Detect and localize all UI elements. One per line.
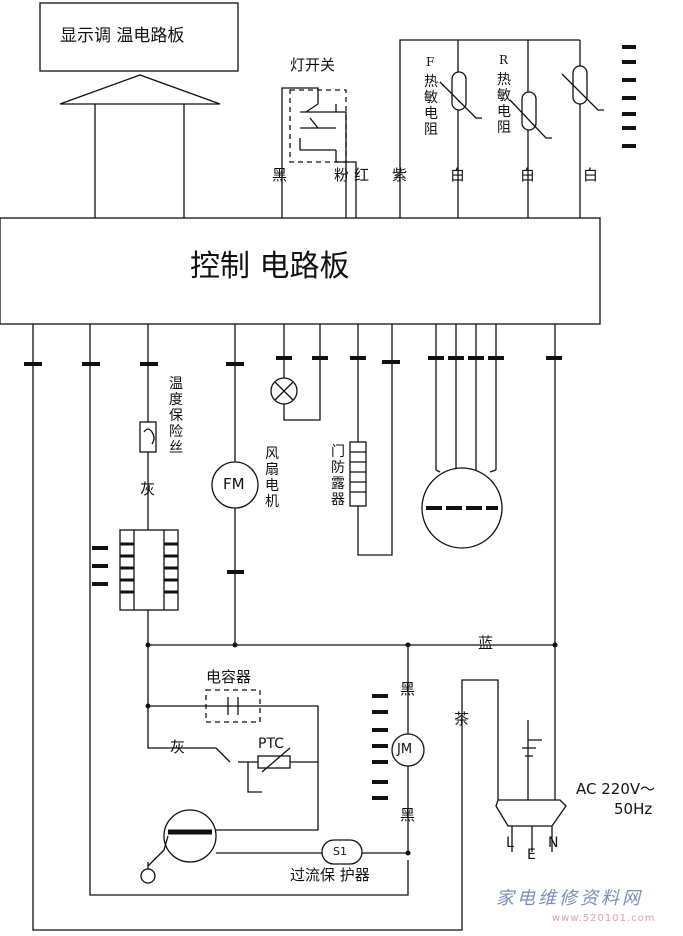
heater-fins-right	[164, 542, 178, 594]
temp-fuse-element	[143, 428, 155, 445]
wire-color-white-3: 白	[583, 166, 599, 184]
jm-black-bottom-label: 黑	[400, 806, 416, 824]
display-board-box	[39, 2, 239, 72]
control-board-box	[0, 217, 601, 325]
lamp-wire	[283, 324, 321, 421]
ground-link	[147, 835, 169, 867]
wire-color-black: 黑	[272, 166, 288, 184]
blue-wire-label: 蓝	[478, 634, 494, 652]
light-switch-lower	[299, 117, 336, 151]
plug-pin-n: N	[548, 835, 559, 851]
wire-color-pink: 粉	[334, 166, 350, 184]
plug-body	[495, 799, 567, 827]
sensor-r-label: 热敏电阻	[497, 72, 511, 136]
door-heater-segments	[350, 451, 366, 493]
outer-loop-wire	[32, 324, 499, 931]
watermark-title: 家电维修资料网	[496, 888, 643, 909]
motor-wires	[435, 324, 497, 472]
door-heater-body	[349, 441, 367, 507]
temp-fuse-label: 温度保险丝	[169, 376, 183, 456]
capacitor-enclosure	[205, 689, 261, 723]
ground-circle	[140, 868, 156, 884]
sensor-3-body	[572, 65, 588, 105]
gray-wire-2-label: 灰	[170, 738, 186, 756]
plug-pins	[511, 826, 553, 852]
jm-symbol: JM	[397, 742, 413, 757]
jm-black-top-label: 黑	[400, 680, 416, 698]
sensor-r-letter: R	[499, 53, 509, 67]
overload-body	[321, 839, 363, 865]
board-connection-arrow	[59, 74, 221, 218]
plug-pin-e: E	[527, 847, 536, 863]
overload-label: 过流保 护器	[290, 866, 370, 884]
temp-fuse-body	[139, 421, 157, 453]
gray-wire-path	[147, 645, 231, 763]
door-heater-wire	[357, 324, 393, 556]
sensor-r-body	[521, 91, 537, 131]
plug-pin-l: L	[506, 835, 514, 851]
gray-wire-label: 灰	[140, 480, 156, 498]
board-connectors	[24, 356, 562, 366]
heater-fins-left	[120, 542, 134, 594]
lamp-cross	[274, 381, 294, 401]
wire-color-purple: 紫	[392, 166, 408, 184]
fan-motor-label: 风扇电机	[265, 446, 279, 510]
capacitor-label: 电容器	[206, 668, 252, 686]
heater-side-dashes	[92, 546, 108, 586]
sensor-f-body	[451, 71, 467, 111]
wire-color-white-2: 白	[520, 166, 536, 184]
display-board-label: 显示调 温电路板	[60, 26, 185, 46]
thermistor-common-wire	[399, 39, 580, 218]
power-line1: AC 220V～	[576, 780, 656, 798]
control-board-label: 控制 电路板	[190, 249, 350, 284]
sensor-f-label: 热敏电阻	[424, 74, 438, 138]
jm-dashes	[372, 694, 388, 800]
compressor-circle	[163, 809, 217, 863]
sensor-f-letter: F	[426, 55, 435, 69]
overload-symbol: S1	[333, 845, 347, 858]
heater-rails	[133, 530, 165, 610]
watermark-url: www.520101.com	[552, 913, 656, 924]
power-line2: 50Hz	[614, 800, 653, 818]
earth-symbol	[522, 720, 542, 800]
capacitor-plates	[227, 697, 239, 715]
sensor-r-diag	[509, 99, 552, 139]
light-switch-wire-pink	[336, 111, 347, 218]
brown-wire-label: 茶	[454, 710, 470, 728]
wire-color-red: 红	[354, 166, 370, 184]
sensor-3-diag	[561, 73, 604, 111]
capacitor-loop	[148, 705, 319, 831]
brown-wire-plug	[497, 694, 499, 800]
jm-circle	[391, 733, 425, 767]
ptc-label: PTC	[258, 736, 284, 752]
right-dash-legend	[622, 45, 636, 148]
ptc-ground	[247, 762, 262, 793]
motor-wire-ends	[435, 469, 497, 473]
second-loop-wire	[89, 324, 409, 896]
door-heater-label: 门防露器	[331, 444, 345, 508]
heater-block	[119, 529, 179, 611]
light-switch-label: 灯开关	[290, 56, 336, 74]
sensor-f-diag	[439, 81, 482, 119]
fan-motor-symbol: FM	[223, 475, 245, 493]
wire-color-white-1: 白	[450, 166, 466, 184]
fan-motor-circle	[211, 461, 259, 509]
